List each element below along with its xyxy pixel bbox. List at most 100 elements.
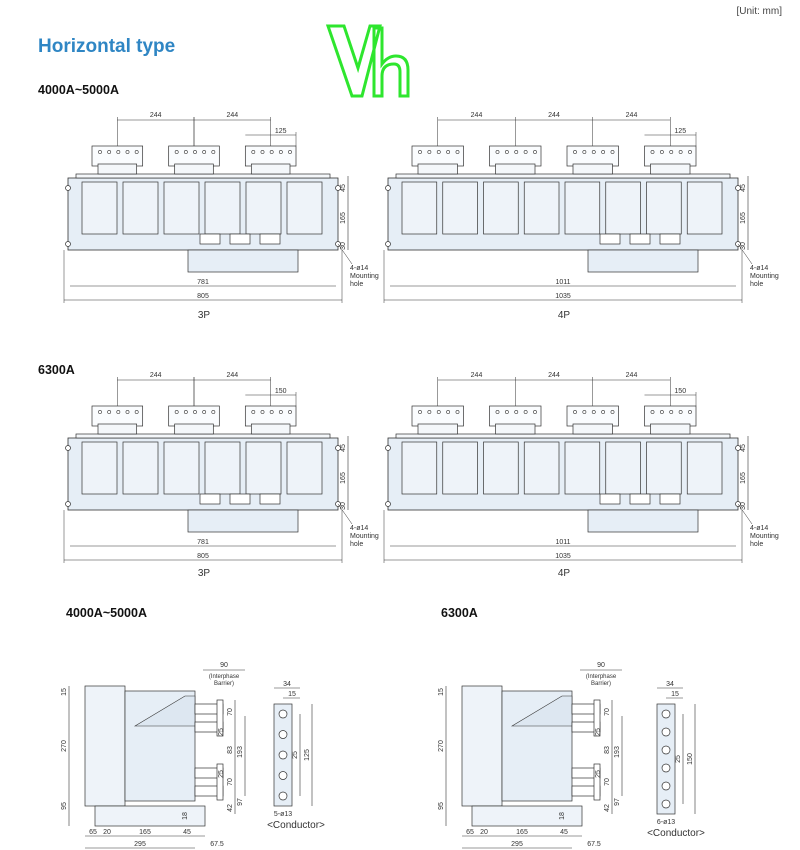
terminal-bolt	[436, 150, 441, 154]
side-base	[94, 805, 206, 827]
terminal-bolt	[134, 410, 139, 414]
dim-45: 45	[340, 444, 347, 452]
dim-165: 165	[740, 472, 747, 484]
terminal-base	[250, 163, 291, 175]
terminal-bolt	[533, 150, 537, 154]
terminal-bolt	[495, 410, 500, 414]
caption-3p: 3P	[197, 310, 211, 321]
lower-housing	[587, 249, 699, 273]
pole-module	[245, 441, 282, 495]
logo	[325, 24, 410, 98]
dim-25: 25	[595, 728, 602, 736]
terminal-bolt	[688, 150, 692, 154]
pole-module	[245, 181, 282, 235]
terminal-bolt	[107, 150, 112, 154]
terminal-bolt	[591, 150, 596, 154]
dim-18: 18	[182, 812, 189, 820]
conductor-hole	[661, 781, 671, 791]
conductor-hole	[661, 727, 671, 737]
mounting-hole-label: 4-ø14	[350, 525, 368, 532]
terminal-bolt	[418, 150, 422, 154]
conductor-hole	[278, 730, 288, 739]
dim-pitch: 244	[548, 372, 560, 379]
pole-module	[442, 441, 478, 495]
conductor-hole-label: 5-ø13	[274, 811, 292, 818]
mounting-hole	[65, 185, 71, 191]
caption-4p-6300: 4P	[557, 568, 571, 579]
terminal-bolt	[260, 150, 265, 154]
terminal-bolt	[98, 150, 102, 154]
dim-30: 30	[340, 242, 347, 250]
pole-module	[523, 181, 560, 235]
terminal-block	[489, 145, 542, 167]
terminal-bolt	[427, 410, 432, 414]
terminal-bolt	[446, 150, 451, 154]
pole-module	[523, 441, 560, 495]
lower-housing	[587, 509, 699, 533]
dim-65: 65	[89, 829, 97, 836]
conductor-hole	[661, 799, 671, 809]
dim-97: 97	[614, 798, 621, 806]
dim-15: 15	[438, 688, 445, 696]
dim-34: 34	[283, 681, 291, 688]
breaker-body	[387, 437, 739, 511]
terminal-bolt	[125, 410, 130, 414]
top-rail	[75, 433, 331, 439]
pole-module	[204, 181, 241, 235]
pole-module	[81, 181, 118, 235]
terminal-bolt	[455, 150, 460, 154]
terminal-bolt	[514, 150, 519, 154]
side-barrier	[593, 699, 601, 737]
dim-inner-width: 781	[197, 539, 209, 546]
top-rail	[395, 173, 731, 179]
conductor-hole-label: 6-ø13	[657, 819, 675, 826]
dim-terminal: 150	[674, 388, 686, 395]
terminal-base	[650, 423, 691, 435]
terminal-bolt	[659, 150, 664, 154]
lower-housing	[187, 509, 299, 533]
terminal-bolt	[269, 150, 274, 154]
side-title-4000-5000: 4000A~5000A	[66, 606, 147, 620]
leader-line	[337, 243, 353, 265]
dim-90: 90	[597, 662, 605, 669]
page-title: Horizontal type	[38, 36, 176, 57]
dim-inner-width: 781	[197, 279, 209, 286]
pole-module	[204, 441, 241, 495]
dim-20: 20	[480, 829, 488, 836]
side-panel	[84, 685, 126, 807]
bottom-terminal	[629, 233, 651, 245]
dim-45: 45	[183, 829, 191, 836]
terminal-bolt	[650, 410, 655, 414]
terminal-bolt	[436, 410, 441, 414]
mounting-hole-label: hole	[750, 281, 763, 288]
dim-30: 30	[740, 242, 747, 250]
conductor-hole	[661, 709, 671, 719]
mounting-hole-label: hole	[350, 281, 363, 288]
terminal-bolt	[514, 410, 519, 414]
dim-pitch: 244	[226, 112, 238, 119]
conductor-bar	[656, 703, 676, 815]
dim-conductor-length: 150	[687, 753, 694, 765]
dim-25: 25	[595, 770, 602, 778]
dim-18: 18	[559, 812, 566, 820]
terminal-bolt	[251, 150, 256, 154]
dim-45: 45	[340, 184, 347, 192]
pole-module	[401, 181, 438, 235]
dim-pitch: 244	[626, 112, 638, 119]
mounting-hole-label: Mounting	[350, 273, 379, 280]
dim-pitch: 244	[150, 372, 162, 379]
conductor-hole	[278, 709, 288, 719]
pole-module	[442, 181, 478, 235]
terminal-bolt	[504, 410, 509, 414]
top-rail	[395, 433, 731, 439]
pole-module	[605, 441, 641, 495]
terminal-bolt	[98, 410, 102, 414]
terminal-base	[417, 163, 458, 175]
terminal-bolt	[659, 410, 664, 414]
terminal-block	[244, 405, 297, 427]
side-barrier	[593, 763, 601, 801]
